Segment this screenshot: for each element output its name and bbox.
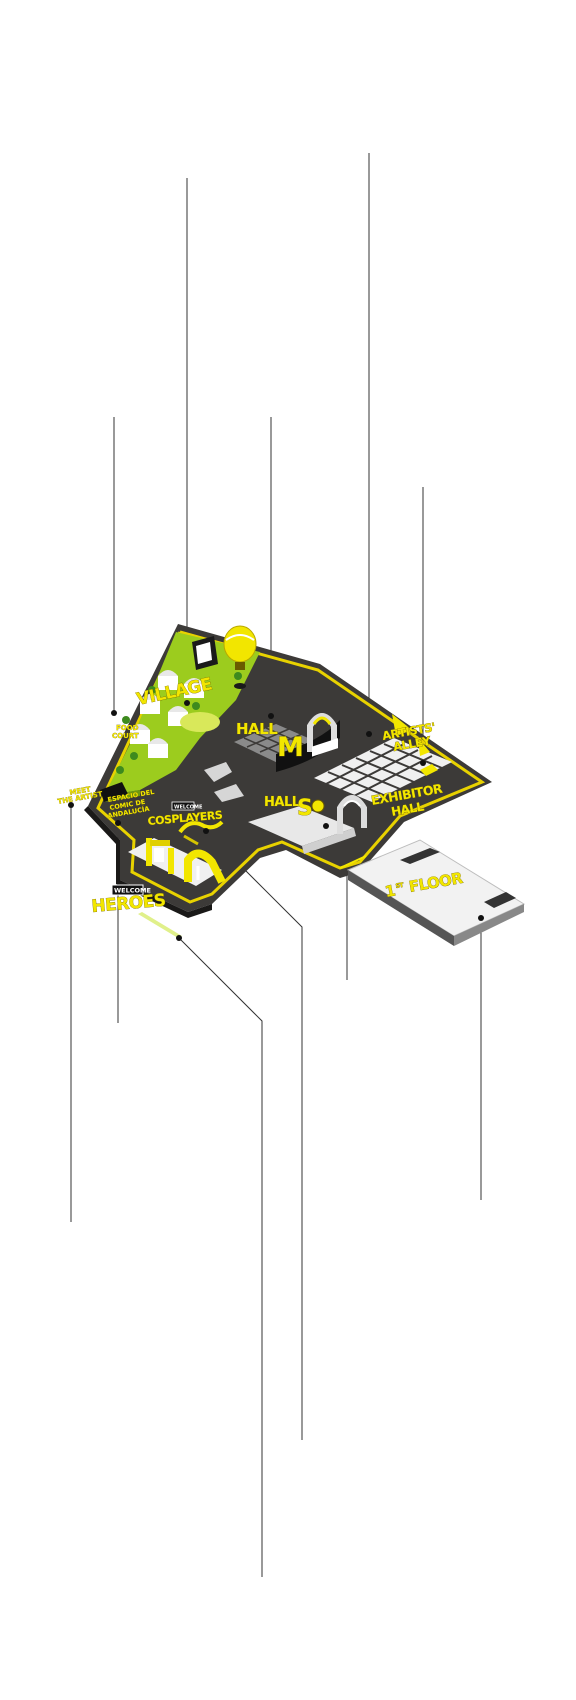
cosplay-stage-curve-2	[214, 784, 244, 802]
hall-s-zone: HALL S	[248, 738, 367, 854]
hall-s-block	[312, 738, 338, 757]
artists-alley-label-line2: ALLEY	[392, 733, 432, 753]
leader-line-heroes	[178, 937, 263, 1577]
leader-dots	[68, 700, 484, 941]
food-court-label-line2: COURT	[112, 732, 139, 740]
artists-alley-marker-2	[418, 738, 430, 756]
leader-dot-espacio	[115, 820, 121, 826]
leader-dot-hall-m	[268, 713, 274, 719]
leader-dot-cosplayers	[203, 828, 209, 834]
heroes-walkway	[138, 912, 182, 938]
leader-line-cosplayers	[205, 830, 303, 1440]
village-zone: VILLAGE FOOD COURT	[104, 625, 260, 802]
hall-s-floor-shade	[302, 828, 356, 854]
tree-icon	[116, 672, 242, 774]
leader-dot-food-court	[111, 710, 117, 716]
welcome-arch-icon	[146, 838, 174, 874]
leader-dot-exhibitor-hall	[420, 760, 426, 766]
cosplay-stage-curve	[204, 762, 232, 782]
first-floor-rooms-2	[484, 892, 516, 908]
leader-dot-village	[184, 700, 190, 706]
leader-dot-heroes	[176, 935, 182, 941]
artists-alley-zone: ARTISTS' ALLEY	[381, 714, 436, 756]
village-plaza	[180, 712, 220, 732]
leader-dot-artists-alley	[366, 731, 372, 737]
leader-dot-first-floor	[478, 915, 484, 921]
leader-dot-meet-artist	[68, 802, 74, 808]
artists-alley-marker	[392, 714, 412, 736]
first-floor-path	[339, 855, 367, 869]
hall-m-label-word: HALL	[236, 720, 278, 738]
first-floor-rooms	[400, 848, 440, 864]
dragon-icon	[178, 820, 224, 846]
welcome-arch-icon	[307, 713, 337, 752]
exhibitor-hall-booth-grid	[325, 743, 443, 797]
stage-icon	[192, 636, 218, 670]
cosplayers-sign: WELCOME	[174, 805, 203, 811]
hall-s-floor	[248, 806, 354, 846]
hall-s-label-word: HALL	[264, 795, 300, 810]
first-floor-suffix: ST	[395, 882, 405, 890]
meet-artist-booth	[100, 782, 128, 802]
hot-air-balloon-icon	[223, 625, 257, 689]
exhibitor-hall-label-line2: HALL	[390, 799, 425, 819]
hall-s-label-letter: S	[297, 796, 312, 821]
heroes-sign: WELCOME	[114, 887, 151, 895]
floor-side	[84, 806, 212, 918]
floor-outline	[96, 630, 486, 904]
food-court-label-line1: FOOD	[116, 724, 139, 732]
hall-m-zone: HALL M	[234, 713, 340, 772]
leader-dot-hall-s	[323, 823, 329, 829]
exhibitor-hall-accent	[420, 764, 438, 776]
first-floor-side	[348, 870, 454, 946]
cosplayers-sign-box	[171, 801, 195, 811]
hall-m-label-letter: M	[277, 732, 303, 763]
first-floor-zone: 1 ST FLOOR	[339, 839, 526, 946]
meet-artist-label-line1: MEET	[69, 785, 92, 797]
first-floor-number: 1	[384, 881, 397, 900]
heroes-sign-box	[111, 884, 144, 896]
heroes-label: HEROES	[91, 891, 167, 917]
welcome-arch-icon	[337, 795, 367, 834]
tent-icon	[130, 670, 204, 758]
hall-s-badge	[311, 799, 325, 813]
first-floor-side-right	[454, 904, 524, 946]
welcome-arch-icon	[184, 849, 226, 884]
leader-lines	[70, 153, 482, 1577]
